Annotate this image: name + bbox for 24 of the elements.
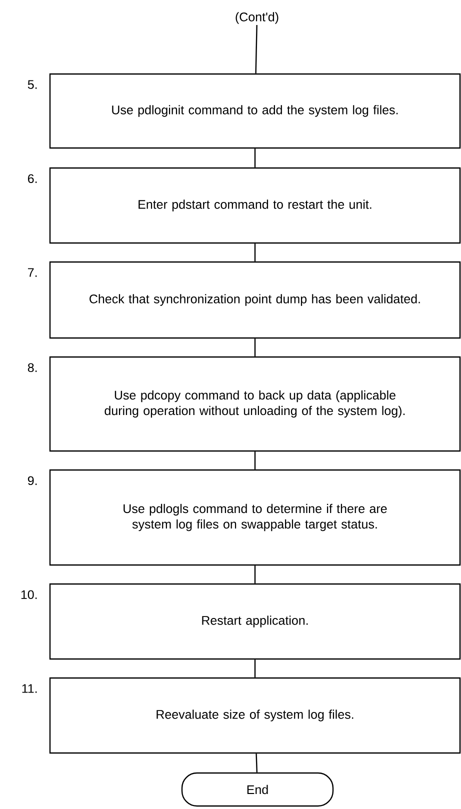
step-number: 8. bbox=[28, 363, 37, 372]
process-box: Reevaluate size of system log files. bbox=[49, 677, 461, 754]
connector-line bbox=[254, 452, 256, 470]
connector-line bbox=[256, 754, 258, 772]
connector-line bbox=[254, 148, 256, 168]
process-box: Use pdcopy command to back up data (applicable during operation without unloading of the system log). bbox=[49, 356, 461, 452]
process-box: Check that synchronization point dump has been validated. bbox=[49, 261, 461, 339]
terminator: End bbox=[181, 772, 334, 807]
step-number: 7. bbox=[28, 268, 37, 277]
process-box: Enter pdstart command to restart the unit. bbox=[49, 167, 461, 244]
step-number: 5. bbox=[28, 80, 37, 89]
process-box: Use pdlogls command to determine if there are system log files on swappable target status. bbox=[49, 469, 461, 566]
connector-line bbox=[255, 25, 258, 74]
step-number: 6. bbox=[28, 174, 37, 184]
connector-line bbox=[254, 338, 256, 356]
connector-line bbox=[254, 660, 256, 678]
connector-label: (Cont'd) bbox=[236, 12, 278, 24]
connector-line bbox=[254, 244, 256, 262]
process-box: Use pdloginit command to add the system log files. bbox=[49, 73, 461, 149]
process-box: Restart application. bbox=[49, 583, 461, 660]
step-number: 10. bbox=[21, 590, 37, 600]
step-number: 9. bbox=[28, 476, 37, 486]
connector-line bbox=[254, 566, 256, 584]
step-number: 11. bbox=[22, 684, 37, 693]
